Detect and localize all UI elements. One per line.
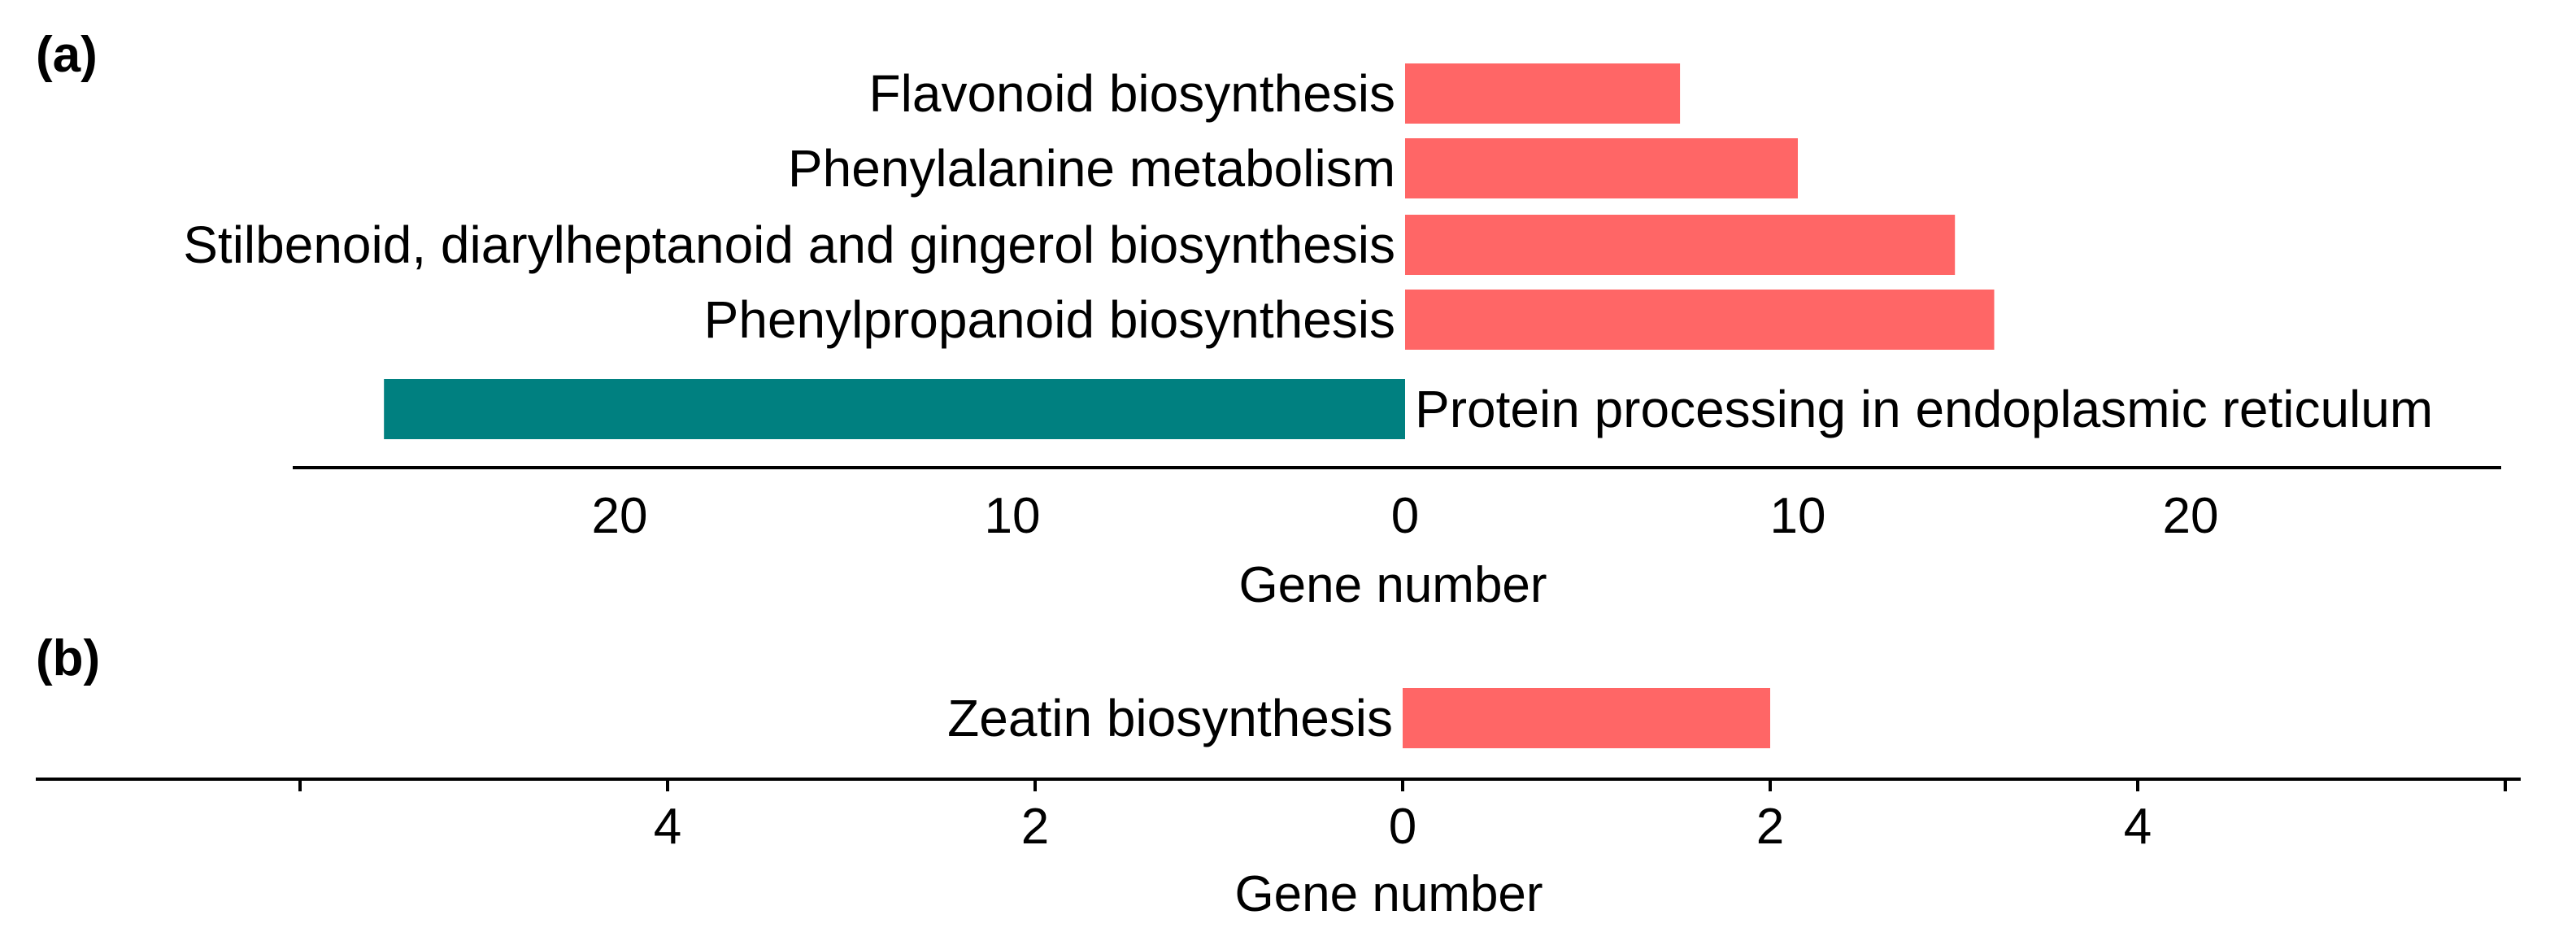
panel-a-tick-label-4: 20 — [2163, 488, 2219, 544]
panel-b-tick-label-3: 0 — [1389, 799, 1416, 855]
panel-a-category-label-1: Phenylalanine metabolism — [788, 139, 1395, 198]
panel-a-bar-2 — [1405, 215, 1956, 275]
panel-b-bar-0 — [1403, 688, 1770, 748]
panel-a-category-label-2: Stilbenoid, diarylheptanoid and gingerol… — [183, 216, 1395, 274]
panel-a-category-label-0: Flavonoid biosynthesis — [869, 64, 1395, 123]
panel-b-tick-label-4: 2 — [1756, 799, 1784, 855]
panel-b-tick-label-2: 2 — [1021, 799, 1049, 855]
panel-b-tick-label-1: 4 — [654, 799, 681, 855]
panel-a-bar-3 — [1405, 290, 1995, 350]
panel-b-x-ticks: 4 2 0 2 4 — [298, 779, 2507, 855]
panel-a-bar-1 — [1405, 138, 1798, 198]
panel-b-tick-label-5: 4 — [2124, 799, 2152, 855]
panel-a-bar-0 — [1405, 63, 1681, 124]
panel-a-tick-label-0: 20 — [592, 488, 648, 544]
panel-b-category-labels: Zeatin biosynthesis — [947, 689, 1393, 747]
panel-a-label: (a) — [36, 27, 98, 83]
panel-b: (b) Zeatin biosynthesis 4 2 0 2 4 Gene numbe… — [36, 630, 2521, 922]
panel-b-bars — [1403, 688, 1770, 748]
panel-b-x-axis-title: Gene number — [1234, 866, 1543, 922]
panel-a-tick-label-3: 10 — [1770, 488, 1826, 544]
panel-a-x-axis-title: Gene number — [1238, 557, 1547, 613]
panel-a-bars — [384, 63, 1995, 439]
panel-a-tick-label-2: 0 — [1391, 488, 1419, 544]
panel-a-bar-4 — [384, 379, 1406, 439]
panel-a: (a) Flavonoid biosynthesisPhenylalanine … — [36, 27, 2501, 613]
panel-a-category-label-3: Phenylpropanoid biosynthesis — [704, 290, 1395, 349]
panel-a-x-ticks: 20 10 0 10 20 — [592, 488, 2219, 544]
panel-a-category-label-4: Protein processing in endoplasmic reticu… — [1415, 380, 2433, 438]
panel-a-tick-label-1: 10 — [985, 488, 1041, 544]
panel-b-category-label-0: Zeatin biosynthesis — [947, 689, 1393, 747]
panel-b-label: (b) — [36, 630, 100, 686]
